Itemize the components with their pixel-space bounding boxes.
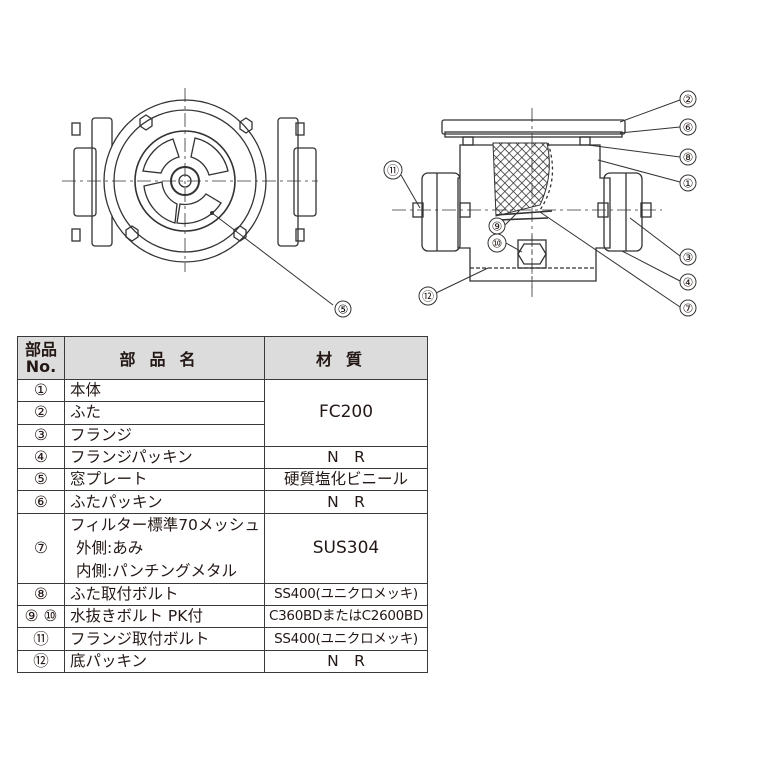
row-material: 硬質塩化ビニール <box>264 468 428 492</box>
header-no-line2: No. <box>25 357 57 376</box>
row-no: ④ <box>17 445 65 470</box>
row-name: フランジパッキン <box>64 445 265 470</box>
row-no: ③ <box>17 423 65 447</box>
header-no-line1: 部品 <box>24 340 57 359</box>
front-view <box>62 88 318 272</box>
row-name-line: 内側:パンチングメタル <box>76 561 237 580</box>
right-flange <box>277 117 299 247</box>
row-name: 本体 <box>64 378 265 403</box>
row-no: ⑫ <box>17 649 65 673</box>
row-name: フィルター標準70メッシュ 外側:あみ 内側:パンチングメタル <box>64 512 265 584</box>
row-material: SUS304 <box>264 512 428 584</box>
table-row: ⑨ ⑩ 水抜きボルト PK付 C360BDまたはC2600BD <box>17 605 428 629</box>
callout-6-label: ⑥ <box>683 121 694 135</box>
header-part-no: 部品 No. <box>17 336 65 380</box>
row-name: フランジ取付ボルト <box>64 627 265 651</box>
row-no: ⑪ <box>17 627 65 651</box>
header-part-name: 部品名 <box>64 336 265 380</box>
table-row: ⑪ フランジ取付ボルト SS400(ユニクロメッキ) <box>17 627 428 651</box>
callout-1-label: ① <box>683 177 694 191</box>
side-callout-labels: ② ⑥ ⑧ ① ⑪ ⑨ ⑩ ③ ④ ⑦ ⑫ <box>387 93 693 316</box>
row-material: SS400(ユニクロメッキ) <box>264 582 428 607</box>
table-row: ③ フランジ <box>17 423 428 447</box>
body <box>457 144 611 282</box>
callout-3-label: ③ <box>683 251 694 265</box>
table-row: ⑥ ふたパッキン N R <box>17 490 428 514</box>
callout-12-label: ⑫ <box>422 290 434 304</box>
row-name: ふた取付ボルト <box>64 582 265 607</box>
table-header-row: 部品 No. 部品名 材質 <box>17 336 428 380</box>
row-material: FC200 <box>264 379 428 447</box>
row-no: ① <box>17 378 65 403</box>
table-row: ⑦ フィルター標準70メッシュ 外側:あみ 内側:パンチングメタル SUS304 <box>17 512 428 584</box>
callout-10-label: ⑩ <box>492 237 503 251</box>
callout-7-label: ⑦ <box>683 302 694 316</box>
row-no: ⑤ <box>17 468 65 492</box>
callout-11-label: ⑪ <box>387 164 399 178</box>
lid <box>441 119 626 135</box>
parts-table: 部品 No. 部品名 材質 ① 本体 FC200 ② ふた ③ フランジ ④ フ… <box>17 336 428 673</box>
row-no: ⑨ ⑩ <box>17 605 65 629</box>
row-no: ② <box>17 401 65 425</box>
row-name: ふたパッキン <box>64 490 265 514</box>
filter-screen <box>492 142 550 217</box>
right-flange-hub <box>293 147 317 217</box>
row-name: ふた <box>64 401 265 425</box>
row-no: ⑦ <box>17 512 65 584</box>
strainer-drawing: ⑤ <box>62 88 697 318</box>
callout-8-label: ⑧ <box>683 151 694 165</box>
row-name: フランジ <box>64 423 265 447</box>
callout-2-label: ② <box>683 93 694 107</box>
table-row: ⑧ ふた取付ボルト SS400(ユニクロメッキ) <box>17 582 428 607</box>
row-material: SS400(ユニクロメッキ) <box>264 627 428 651</box>
row-name: 底パッキン <box>64 649 265 673</box>
side-view <box>392 108 662 300</box>
left-flange-hub <box>73 147 97 217</box>
table-row: ⑤ 窓プレート 硬質塩化ビニール <box>17 468 428 492</box>
callout-4-label: ④ <box>683 276 694 290</box>
side-callouts <box>383 90 697 317</box>
row-name-line: フィルター標準70メッシュ <box>70 515 260 534</box>
row-name: 窓プレート <box>64 468 265 492</box>
row-material: C360BDまたはC2600BD <box>264 605 428 629</box>
header-name-text: 部品名 <box>119 350 210 369</box>
callout-5: ⑤ <box>210 211 352 318</box>
callout-5-label: ⑤ <box>338 303 349 317</box>
row-material: N R <box>264 490 428 514</box>
table-row: ④ フランジパッキン N R <box>17 445 428 470</box>
table-row: ① 本体 FC200 <box>17 378 428 447</box>
row-material: N R <box>264 445 428 470</box>
side-left-flange <box>421 172 461 252</box>
header-material: 材質 <box>264 336 428 380</box>
row-no: ⑧ <box>17 582 65 607</box>
row-name: 水抜きボルト PK付 <box>64 605 265 629</box>
callout-9-label: ⑨ <box>492 220 503 234</box>
row-no: ⑥ <box>17 490 65 514</box>
row-name-line: 外側:あみ <box>76 538 144 557</box>
table-row: ⑫ 底パッキン N R <box>17 649 428 673</box>
header-material-text: 材質 <box>315 350 376 369</box>
row-material: N R <box>264 649 428 673</box>
